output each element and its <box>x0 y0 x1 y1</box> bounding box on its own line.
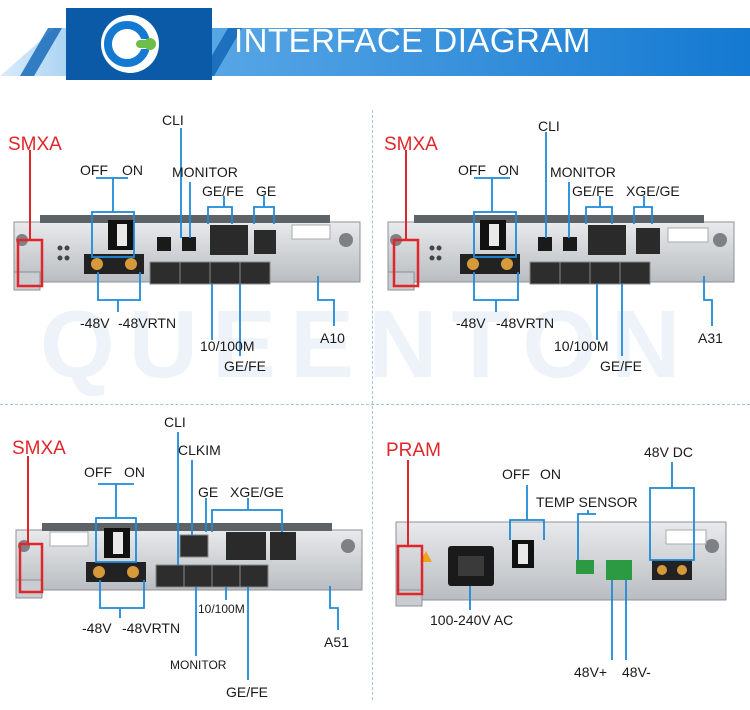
panel-3-card <box>15 523 363 599</box>
p2-monitor-label: MONITOR <box>550 164 616 180</box>
panel-4-callouts <box>396 460 695 660</box>
p2-xge-top-label: XGE/GE <box>626 183 680 199</box>
p1-cli-label: CLI <box>162 112 184 128</box>
p2-cli-label: CLI <box>538 118 560 134</box>
q-logo-icon <box>101 15 159 73</box>
p3-card-label: SMXA <box>12 438 66 459</box>
p3-gefe-bottom-label: GE/FE <box>226 684 269 700</box>
p1-ethernet-label: 10/100M <box>200 338 255 354</box>
p1-gefe-bottom-label: GE/FE <box>224 358 267 374</box>
p1-card-label: SMXA <box>8 134 62 155</box>
panel-2-callouts <box>392 132 713 356</box>
p2-neg48v-label: -48V <box>456 315 486 331</box>
p2-slot-label: A31 <box>698 330 723 346</box>
horizontal-divider <box>0 404 750 405</box>
p4-off-label: OFF <box>502 466 530 482</box>
panel-1-callouts <box>16 128 335 356</box>
p2-on-label: ON <box>498 162 519 178</box>
p1-monitor-label: MONITOR <box>172 164 238 180</box>
p1-ge-top-label: GE <box>256 183 277 199</box>
p1-gefe-top-label: GE/FE <box>202 183 245 199</box>
p4-temp-sensor-label: TEMP SENSOR <box>536 494 638 510</box>
p1-slot-label: A10 <box>320 330 345 346</box>
header-banner <box>0 8 750 80</box>
p4-48vdc-label: 48V DC <box>644 444 694 460</box>
p3-48vrtn-label: -48VRTN <box>122 620 181 636</box>
p3-cli-label: CLI <box>164 414 186 430</box>
p1-off-label: OFF <box>80 162 108 178</box>
p2-card-label: SMXA <box>384 134 438 155</box>
p4-48v-minus-label: 48V- <box>622 664 651 680</box>
p3-on-label: ON <box>124 464 145 480</box>
p3-neg48v-label: -48V <box>82 620 112 636</box>
p3-xge-top-label: XGE/GE <box>230 484 284 500</box>
panel-1-card <box>13 215 361 291</box>
p2-48vrtn-label: -48VRTN <box>496 315 555 331</box>
p3-ethernet-label: 10/100M <box>198 602 245 616</box>
p1-48vrtn-label: -48VRTN <box>118 315 177 331</box>
p4-card-label: PRAM <box>386 440 441 461</box>
watermark: QUEENTON <box>40 291 695 398</box>
panel-2-card <box>387 215 735 291</box>
p3-ge-top-label: GE <box>198 484 219 500</box>
p3-clkim-label: CLKIM <box>178 442 221 458</box>
p1-on-label: ON <box>122 162 143 178</box>
vertical-divider <box>372 110 373 700</box>
p3-slot-label: A51 <box>324 634 349 650</box>
p4-48v-plus-label: 48V+ <box>574 664 608 680</box>
p4-on-label: ON <box>540 466 561 482</box>
p4-ac-input-label: 100-240V AC <box>430 612 514 628</box>
p2-gefe-bottom-label: GE/FE <box>600 358 643 374</box>
p2-off-label: OFF <box>458 162 486 178</box>
page-title: INTERFACE DIAGRAM <box>234 22 591 59</box>
p3-monitor-label: MONITOR <box>170 658 227 672</box>
p3-off-label: OFF <box>84 464 112 480</box>
panel-3-callouts <box>18 432 339 680</box>
p2-ethernet-label: 10/100M <box>554 338 609 354</box>
panel-4-card <box>395 521 727 607</box>
p2-gefe-top-label: GE/FE <box>572 183 615 199</box>
p1-neg48v-label: -48V <box>80 315 110 331</box>
